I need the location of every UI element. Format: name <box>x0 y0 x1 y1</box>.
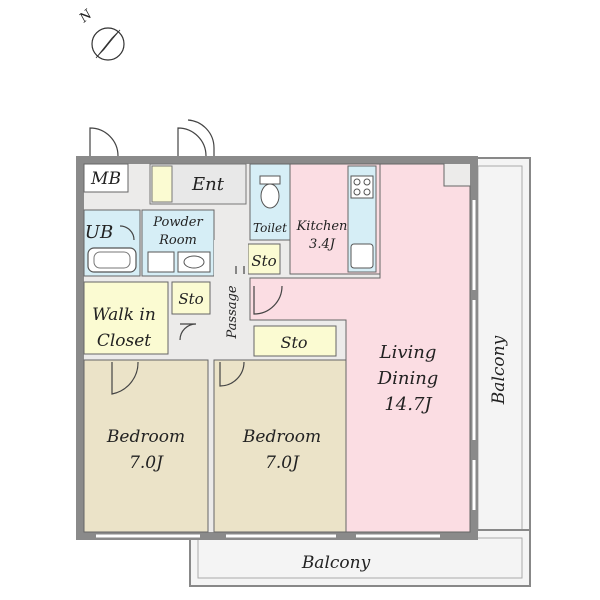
label-bedroom-2-size: 7.0J <box>265 453 300 473</box>
label-passage: Passage <box>225 285 240 339</box>
label-toilet: Toilet <box>253 221 287 235</box>
label-bedroom-2: Bedroom <box>242 427 321 447</box>
label-powder-2: Room <box>158 233 197 248</box>
bathtub-icon <box>87 247 137 273</box>
door-swings <box>89 119 283 395</box>
label-mb: MB <box>90 169 121 189</box>
room-passage <box>214 240 248 356</box>
washbasin-icon <box>177 251 211 273</box>
label-balcony-east: Balcony <box>489 335 509 405</box>
balcony-east <box>469 157 531 587</box>
compass-icon <box>91 27 125 61</box>
stove-icon <box>350 175 374 199</box>
label-walkin-1: Walk in <box>92 305 156 325</box>
room-sto-passage <box>171 281 211 315</box>
label-bedroom-1: Bedroom <box>106 427 185 447</box>
label-ub: UB <box>85 222 113 243</box>
label-walkin-2: Closet <box>97 331 151 351</box>
label-ent: Ent <box>191 174 225 195</box>
compass-label: N <box>76 7 96 27</box>
toilet-icon <box>259 175 281 209</box>
label-sto-passage: Sto <box>178 290 203 308</box>
label-bedroom-1-size: 7.0J <box>129 453 164 473</box>
sink-icon <box>350 243 374 269</box>
shoe-cabinet <box>151 165 173 203</box>
label-powder-1: Powder <box>152 215 203 230</box>
room-walkin-closet <box>83 281 169 355</box>
room-bedroom-1 <box>83 359 209 533</box>
label-living-size: 14.7J <box>384 394 433 415</box>
room-sto-bedroom <box>253 325 337 357</box>
label-living-1: Living <box>379 342 437 363</box>
room-mb <box>83 163 129 193</box>
label-sto-bedroom: Sto <box>280 333 307 352</box>
washer-icon <box>147 251 175 273</box>
label-kitchen: Kitchen <box>296 219 348 234</box>
label-kitchen-size: 3.4J <box>309 237 336 252</box>
windows <box>96 200 476 538</box>
room-bedroom-2 <box>213 359 347 533</box>
label-balcony-south: Balcony <box>301 553 371 573</box>
label-living-2: Dining <box>377 368 439 389</box>
label-sto-toilet: Sto <box>251 252 276 270</box>
